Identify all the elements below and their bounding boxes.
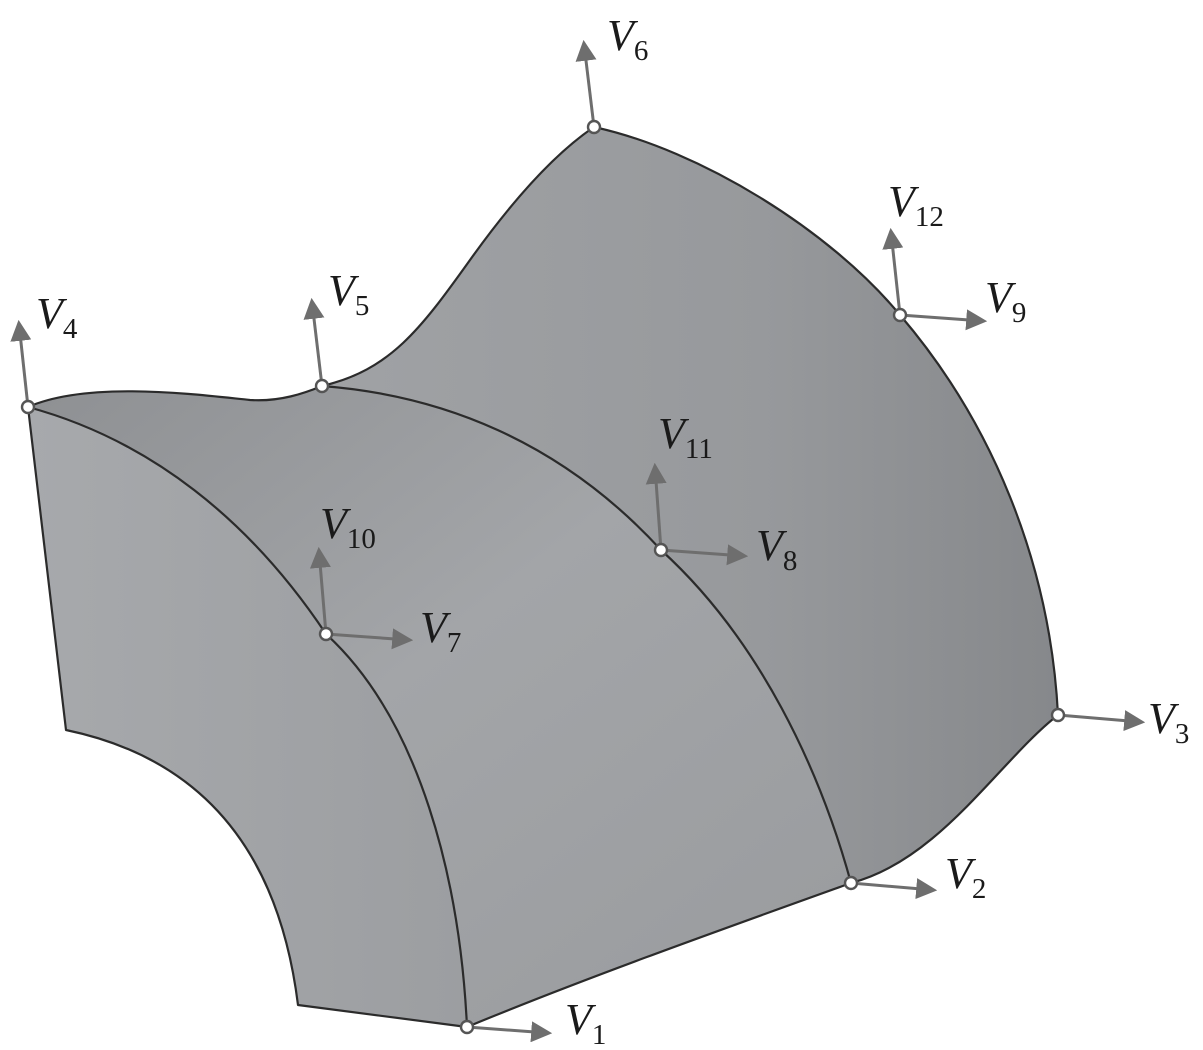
vertex-point-v3 — [1050, 707, 1066, 723]
back-surface — [322, 127, 1058, 883]
vertex-point-v4 — [20, 399, 36, 415]
label-v6: V6 — [607, 11, 648, 67]
vertex-point-v8-v11 — [653, 542, 669, 558]
label-v11: V11 — [658, 409, 713, 465]
vertex-point-v5 — [314, 378, 330, 394]
front-surface — [28, 407, 467, 1027]
vertex-point-v6 — [586, 119, 602, 135]
label-v7: V7 — [420, 603, 461, 659]
middle-surface — [28, 386, 851, 1027]
vertex-points — [20, 119, 1066, 1035]
label-v10: V10 — [320, 499, 376, 555]
label-v2: V2 — [945, 849, 986, 905]
vertex-point-v7-v10 — [318, 626, 334, 642]
vector-arrows — [10, 39, 1146, 1043]
label-v3: V3 — [1148, 694, 1189, 750]
label-v4: V4 — [36, 289, 78, 345]
label-v1: V1 — [565, 995, 606, 1050]
label-v9: V9 — [985, 273, 1026, 329]
label-v12: V12 — [888, 177, 944, 233]
label-v5: V5 — [328, 266, 369, 322]
label-v8: V8 — [756, 521, 797, 577]
vertex-labels: V1 V2 V3 V4 V5 V6 V7 V8 V9 V10 V11 — [36, 11, 1189, 1050]
vertex-point-v1 — [459, 1019, 475, 1035]
vertex-point-v2 — [843, 875, 859, 891]
vertex-point-v9-v12 — [892, 307, 908, 323]
